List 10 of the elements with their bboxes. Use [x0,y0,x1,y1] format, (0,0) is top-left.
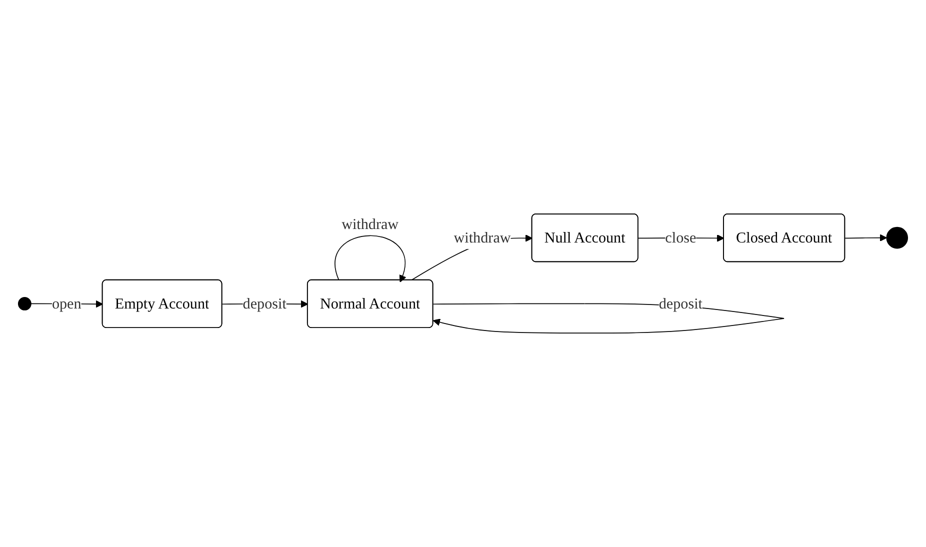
arrow [334,235,406,283]
edge-label: open [52,294,82,312]
node-circle [18,297,32,310]
edge-label: withdraw [342,217,399,234]
edge-label: close [665,228,696,246]
edge-label: deposit [658,294,702,312]
edge-label: withdraw [454,228,511,246]
node-bullseye [886,226,908,249]
edge-label: deposit [242,294,286,312]
arrow [844,234,887,242]
